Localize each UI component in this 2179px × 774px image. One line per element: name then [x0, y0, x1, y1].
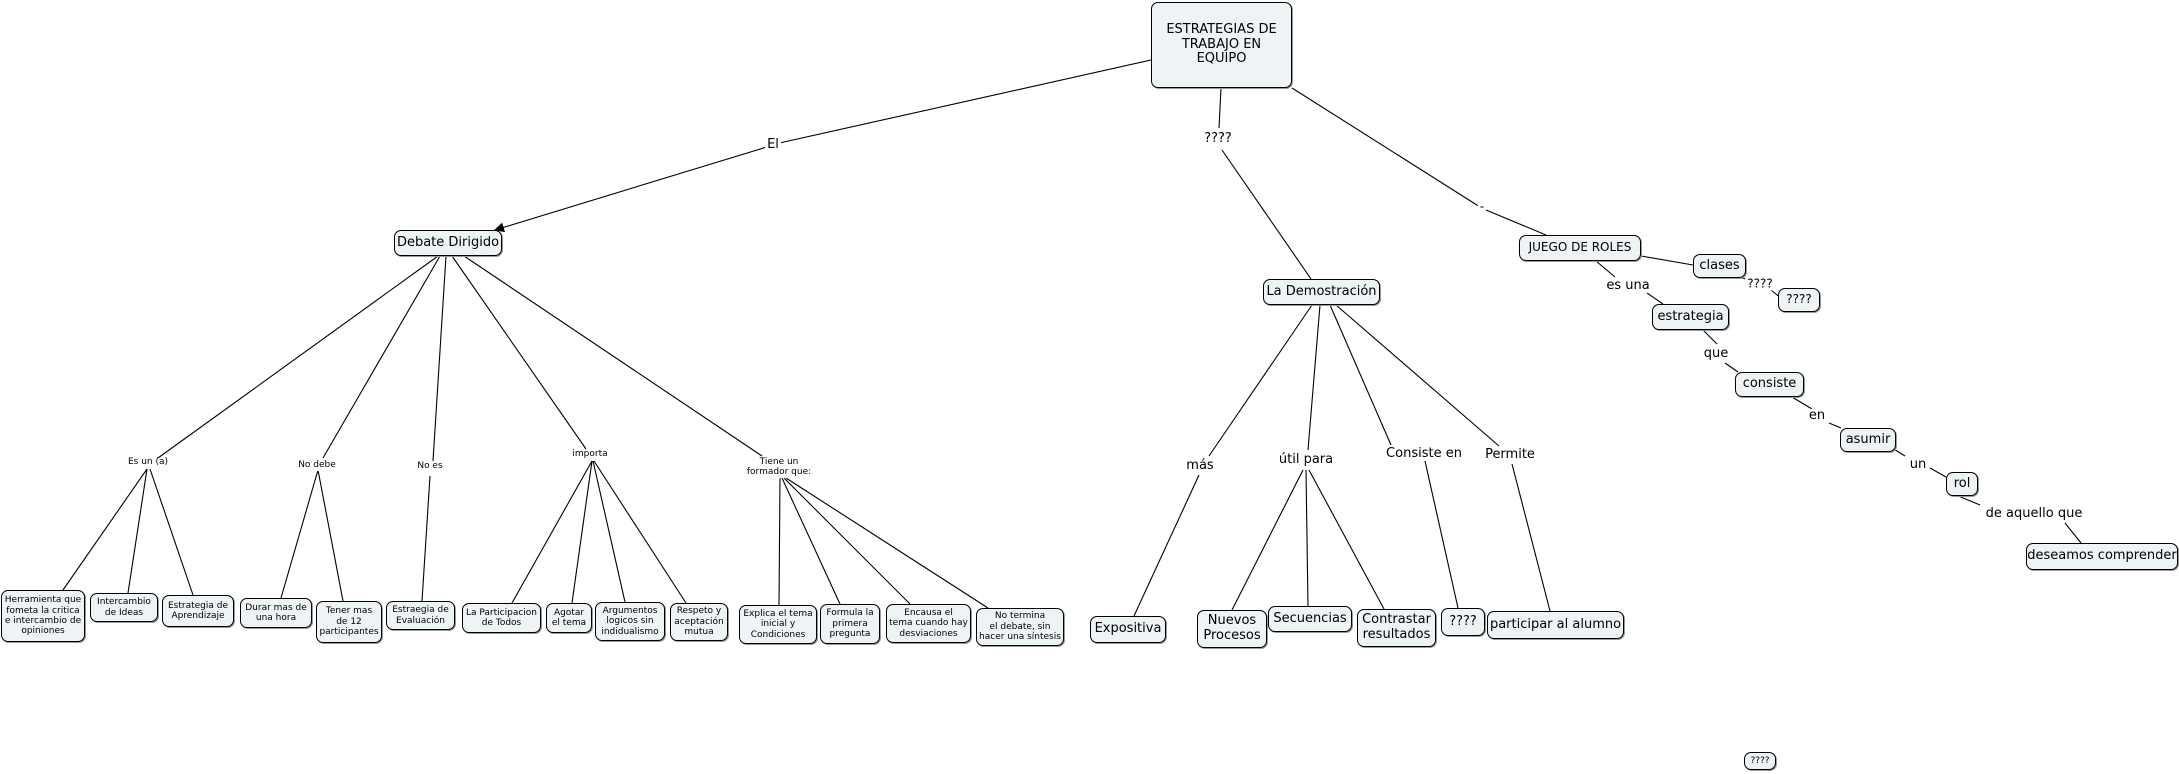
link-tiene-formador: Tiene un formador que:	[744, 457, 814, 478]
link-no-es: No es	[415, 461, 445, 472]
participar-alumno-node[interactable]: participar al alumno	[1487, 611, 1624, 639]
participacion-node[interactable]: La Participacion de Todos	[462, 603, 541, 633]
formula-node[interactable]: Formula la primera pregunta	[820, 604, 880, 644]
debate-dirigido-node[interactable]: Debate Dirigido	[394, 230, 502, 256]
link-unknown-root: ????	[1202, 130, 1234, 147]
root-node[interactable]: ESTRATEGIAS DE TRABAJO EN EQUIPO	[1151, 2, 1292, 88]
edge-root-q	[1218, 87, 1222, 129]
link-consiste-en: Consiste en	[1384, 445, 1464, 462]
link-un: un	[1907, 456, 1929, 473]
respeto-node[interactable]: Respeto y aceptación mutua	[670, 603, 728, 641]
secuencias-node[interactable]: Secuencias	[1268, 606, 1352, 632]
herramienta-node[interactable]: Herramienta que fometa la critica e inte…	[1, 590, 85, 642]
link-permite: Permite	[1483, 446, 1537, 463]
estrategia-aprendizaje-node[interactable]: Estrategia de Aprendizaje	[162, 595, 234, 627]
orphan-unknown-node[interactable]: ????	[1744, 752, 1776, 770]
demostracion-node[interactable]: La Demostración	[1263, 279, 1380, 305]
estrategia-node[interactable]: estrategia	[1652, 304, 1729, 330]
consiste-node[interactable]: consiste	[1735, 372, 1804, 397]
unknown-demo-node[interactable]: ????	[1441, 608, 1485, 636]
edge-dash-juego	[1485, 209, 1547, 236]
edge-q-demo	[1221, 149, 1312, 280]
link-es-un: Es un (a)	[125, 457, 171, 468]
link-es-una: es una	[1604, 277, 1652, 294]
nuevos-procesos-node[interactable]: Nuevos Procesos	[1197, 610, 1267, 648]
link-que: que	[1701, 345, 1731, 362]
unknown-clases-node[interactable]: ????	[1778, 288, 1820, 312]
contrastar-node[interactable]: Contrastar resultados	[1357, 609, 1436, 647]
deseamos-comprender-node[interactable]: deseamos comprender	[2026, 543, 2178, 570]
link-de-aquello-que: de aquello que	[1983, 505, 2085, 522]
estraegia-evaluacion-node[interactable]: Estraegia de Evaluación	[386, 601, 455, 630]
edge-root-el	[774, 59, 1152, 145]
durar-node[interactable]: Durar mas de una hora	[240, 598, 312, 628]
agotar-node[interactable]: Agotar el tema	[546, 603, 592, 633]
edge-el-debate	[494, 145, 771, 233]
link-el: El	[765, 136, 781, 153]
rol-node[interactable]: rol	[1946, 472, 1978, 496]
link-en: en	[1806, 407, 1828, 424]
tener-node[interactable]: Tener mas de 12 participantes	[316, 601, 382, 643]
clases-node[interactable]: clases	[1693, 254, 1746, 278]
link-importa: importa	[570, 449, 610, 460]
argumentos-node[interactable]: Argumentos logicos sin indidualismo	[595, 602, 665, 641]
juego-de-roles-node[interactable]: JUEGO DE ROLES	[1519, 235, 1641, 261]
link-unknown-clases: ????	[1745, 276, 1775, 291]
link-no-debe: No debe	[296, 460, 338, 471]
intercambio-node[interactable]: Intercambio de Ideas	[90, 593, 158, 622]
link-util-para: útil para	[1276, 451, 1336, 468]
explica-node[interactable]: Explica el tema inicial y Condiciones	[739, 605, 817, 644]
encausa-node[interactable]: Encausa el tema cuando hay desviaciones	[886, 604, 971, 643]
link-dash: -	[1477, 199, 1487, 214]
link-mas: más	[1184, 457, 1216, 474]
expositiva-node[interactable]: Expositiva	[1090, 616, 1166, 643]
asumir-node[interactable]: asumir	[1840, 428, 1896, 452]
edge-root-dash	[1291, 87, 1481, 208]
no-termina-node[interactable]: No termina el debate, sin hacer una sínt…	[976, 608, 1064, 646]
